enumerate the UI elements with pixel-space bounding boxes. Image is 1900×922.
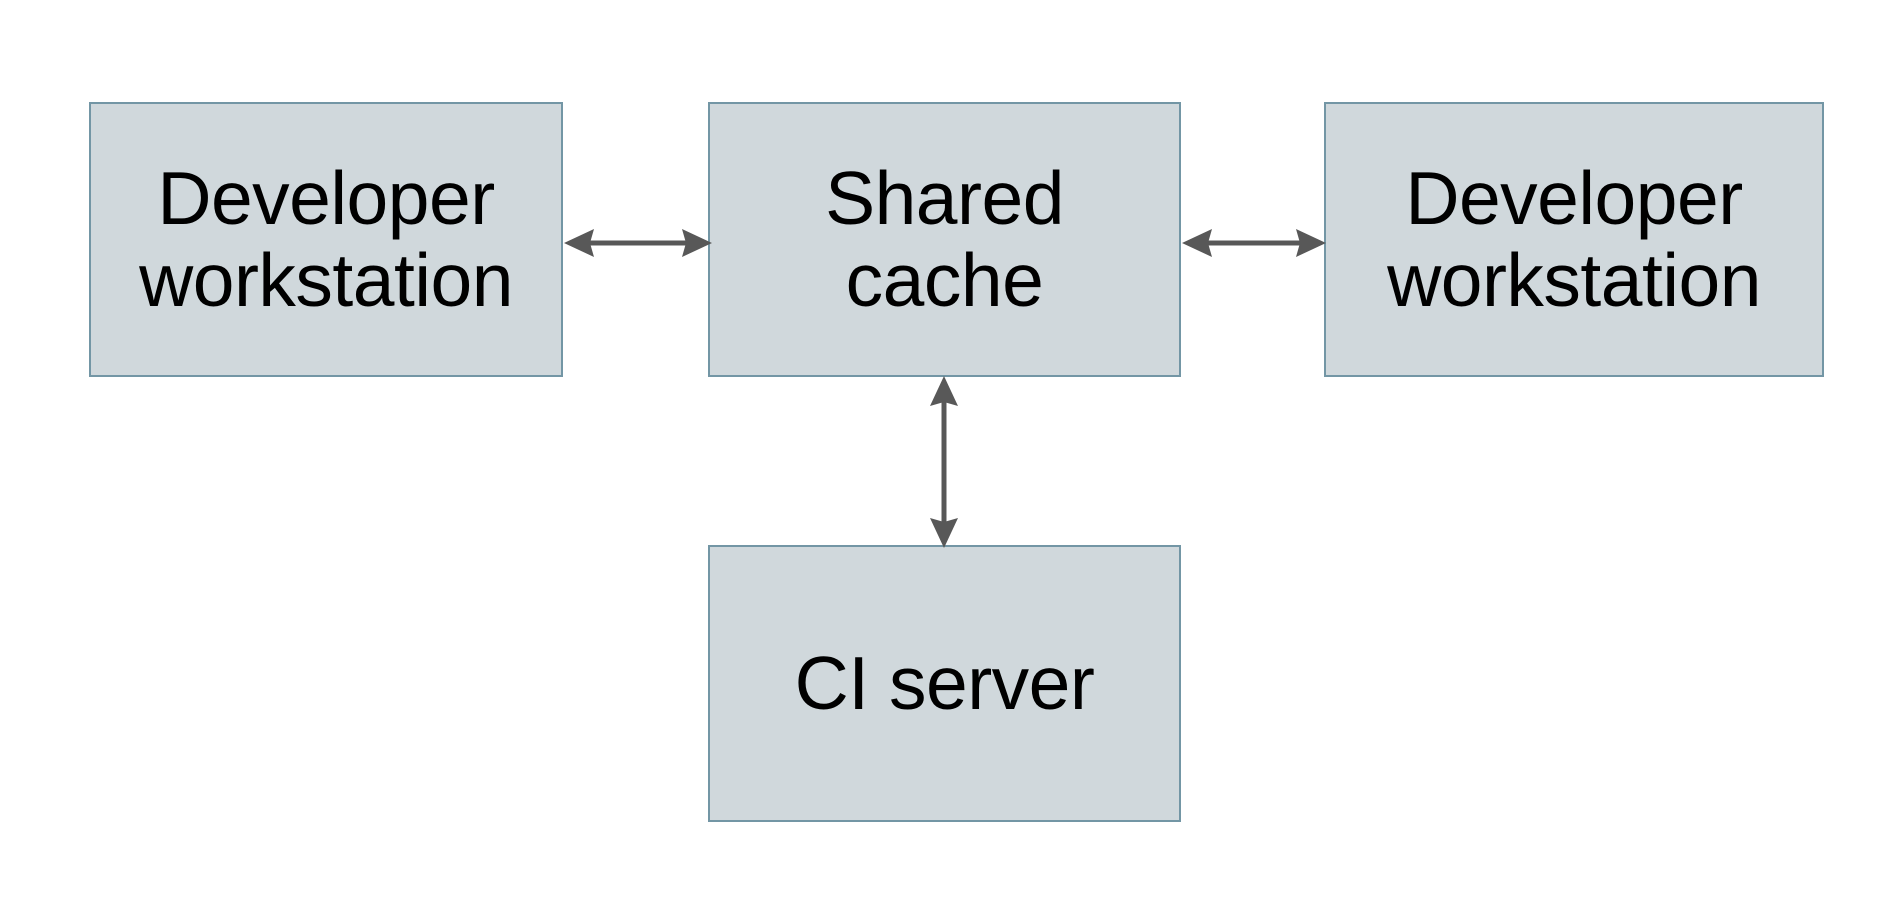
- edge-developer-workstation-left-to-shared-cache[interactable]: [560, 213, 716, 273]
- node-shared-cache[interactable]: Shared cache: [708, 102, 1181, 377]
- double-arrow-icon: [1182, 229, 1326, 257]
- double-arrow-icon: [564, 229, 712, 257]
- node-label: Shared cache: [825, 155, 1064, 322]
- node-developer-workstation-left[interactable]: Developer workstation: [89, 102, 563, 377]
- edge-shared-cache-to-developer-workstation-right[interactable]: [1178, 213, 1330, 273]
- node-label: CI server: [794, 640, 1095, 725]
- node-developer-workstation-right[interactable]: Developer workstation: [1324, 102, 1824, 377]
- node-label: Developer workstation: [1387, 155, 1761, 322]
- double-arrow-icon: [930, 376, 958, 548]
- node-ci-server[interactable]: CI server: [708, 545, 1181, 822]
- edge-shared-cache-to-ci-server[interactable]: [914, 372, 974, 552]
- node-label: Developer workstation: [139, 155, 513, 322]
